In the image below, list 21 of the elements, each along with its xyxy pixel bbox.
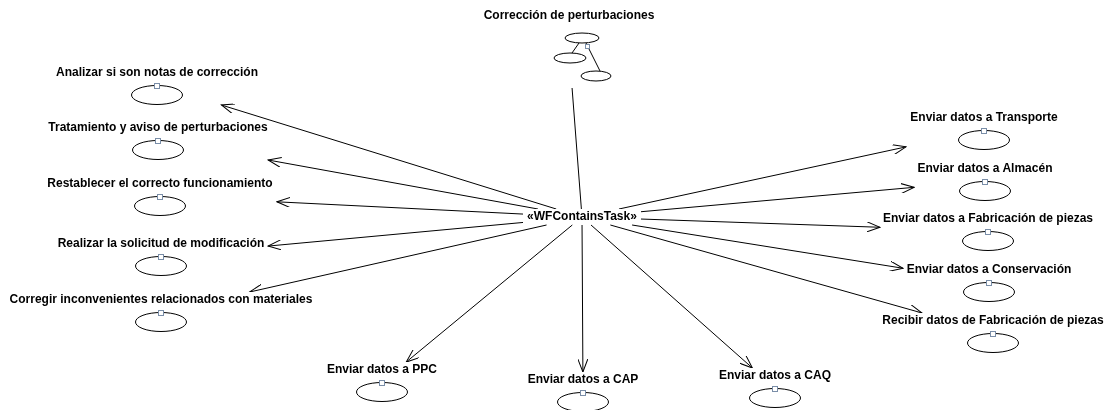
arrow <box>609 224 923 315</box>
arrow <box>631 224 904 272</box>
arrow <box>590 224 753 369</box>
arrow <box>276 196 524 215</box>
arrow <box>405 224 573 363</box>
connector-line <box>571 87 582 210</box>
use-case-label: Corregir inconvenientes relacionados con materiales <box>9 292 313 307</box>
arrow <box>267 221 524 251</box>
arrow <box>220 103 557 210</box>
arrow <box>577 224 589 373</box>
use-case-label: Tratamiento y aviso de perturbaciones <box>48 120 268 135</box>
arrow <box>249 224 548 295</box>
use-case-label: Recibir datos de Fabricación de piezas <box>882 313 1104 328</box>
use-case-label: Corrección de perturbaciones <box>483 8 655 23</box>
arrow <box>640 218 881 233</box>
arrow <box>618 144 907 210</box>
use-case-label: Enviar datos a CAQ <box>719 368 831 383</box>
use-case-label: Enviar datos a Transporte <box>910 110 1058 125</box>
arrow <box>267 156 539 210</box>
arrow <box>640 183 915 213</box>
use-case-label: Enviar datos a Fabricación de piezas <box>882 211 1094 226</box>
